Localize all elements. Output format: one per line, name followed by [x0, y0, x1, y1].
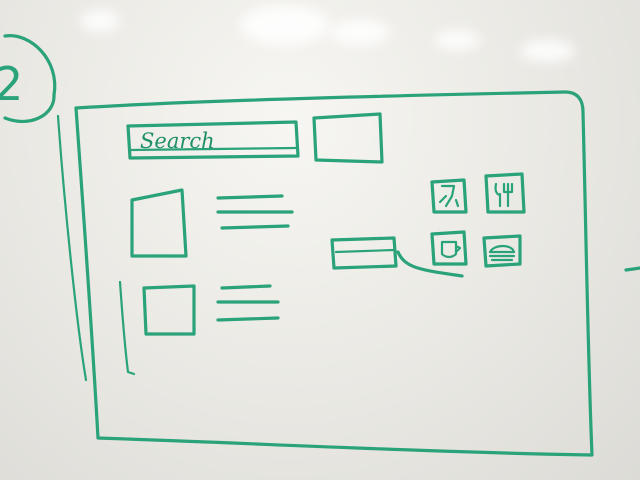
coffee-icon[interactable]: [430, 230, 468, 266]
slider-thumb[interactable]: [330, 236, 398, 270]
glare-spot: [435, 30, 480, 50]
screen-frame: [74, 90, 594, 457]
item-text-line: [216, 194, 284, 200]
page-number-marker: 2: [0, 34, 57, 124]
scrollbar[interactable]: [118, 280, 136, 376]
list-item[interactable]: [130, 188, 294, 258]
frame-left-stroke: [56, 114, 88, 382]
item-thumbnail: [130, 188, 188, 258]
utensils-icon[interactable]: [484, 172, 526, 214]
glare-spot: [520, 40, 575, 62]
item-text-line: [216, 316, 280, 322]
search-bar[interactable]: Search: [126, 120, 300, 160]
item-text-line: [220, 224, 290, 230]
glare-spot: [330, 20, 390, 45]
list-item[interactable]: [142, 284, 280, 336]
arrow-stub: [624, 266, 640, 272]
glare-spot: [240, 5, 330, 45]
item-text-line: [220, 284, 272, 290]
search-button[interactable]: [312, 112, 384, 164]
glare-spot: [80, 10, 120, 32]
slider-control[interactable]: [330, 236, 464, 278]
item-thumbnail: [142, 284, 196, 336]
slider-track: [396, 250, 464, 278]
burger-icon[interactable]: [482, 234, 522, 268]
search-placeholder: Search: [140, 129, 215, 153]
food-icon[interactable]: [430, 178, 468, 214]
page-number: 2: [0, 57, 23, 111]
